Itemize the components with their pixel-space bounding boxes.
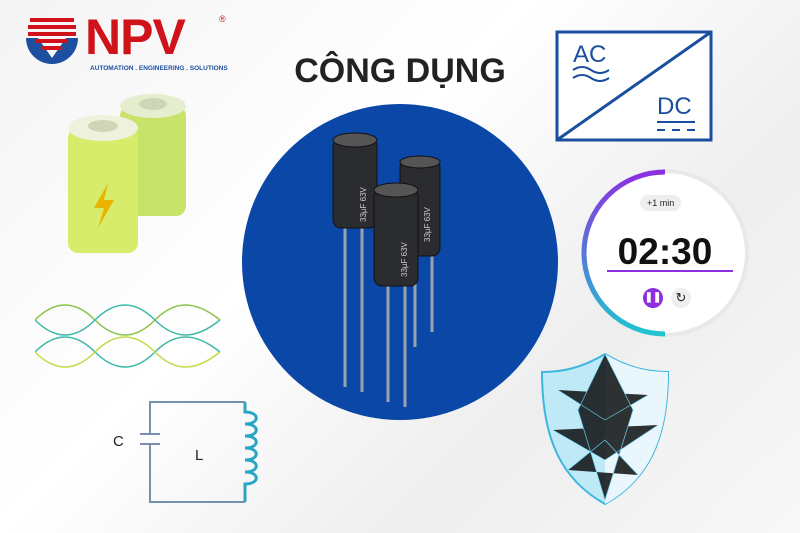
ac-dc-converter-icon: AC DC [555,30,713,142]
timer-underline [607,270,733,272]
battery-icon [68,94,186,253]
capacitor-label: 33µF 63V [423,206,432,242]
logo-name: NPV [85,9,186,65]
timer-widget: +1 min 02:30 ❚❚ ↻ [581,169,745,337]
inductor-symbol-label: L [195,447,203,464]
pause-button[interactable]: ❚❚ [643,288,663,308]
page-title: CÔNG DỤNG [294,52,506,90]
shield-icon [540,352,670,506]
reset-button[interactable]: ↻ [671,288,691,308]
capacitors-illustration: 33µF 63V 33µF 63V 33µF 63V [242,104,558,420]
timer-display: 02:30 [617,231,713,272]
lc-circuit-icon: C L [113,401,258,503]
dc-label: DC [657,93,692,120]
capacitor-label: 33µF 63V [400,241,409,277]
timer-progress-ring [581,169,666,337]
sine-waves-icon [35,304,221,368]
registered-mark: ® [219,14,226,24]
add-minute-button[interactable]: +1 min [640,195,682,211]
npv-logo-icon [26,18,78,64]
logo-tagline: AUTOMATION . ENGINEERING . SOLUTIONS [90,65,228,72]
capacitor-label: 33µF 63V [359,186,368,222]
capacitor-symbol-label: C [113,433,124,450]
ac-label: AC [573,41,606,68]
